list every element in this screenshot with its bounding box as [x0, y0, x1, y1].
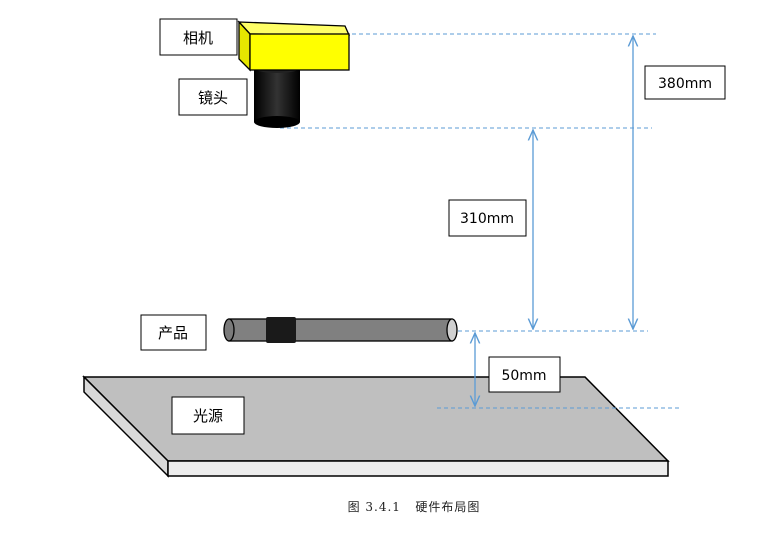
light-source-label: 光源 — [193, 407, 223, 425]
dimension-310-label: 310mm — [460, 211, 514, 227]
dimension-50-label: 50mm — [501, 368, 546, 384]
product-band — [266, 317, 296, 343]
product-rod — [223, 317, 458, 343]
camera-body — [237, 20, 351, 72]
lens-shape — [254, 63, 300, 128]
camera-label-box: 相机 — [159, 18, 238, 56]
lens-label-box: 镜头 — [178, 78, 248, 116]
dimension-380-box: 380mm — [644, 65, 726, 100]
product-label-box: 产品 — [140, 314, 207, 351]
dimension-arrows — [475, 36, 633, 406]
dimension-310-box: 310mm — [448, 199, 527, 237]
lens-label: 镜头 — [198, 89, 228, 107]
dimension-50-box: 50mm — [488, 356, 561, 393]
camera-label: 相机 — [183, 29, 213, 47]
reference-lines — [280, 33, 680, 409]
light-source-label-box: 光源 — [171, 396, 245, 435]
dimension-380-label: 380mm — [658, 76, 712, 92]
figure-caption: 图 3.4.1 硬件布局图 — [348, 500, 481, 514]
product-label: 产品 — [158, 324, 188, 342]
